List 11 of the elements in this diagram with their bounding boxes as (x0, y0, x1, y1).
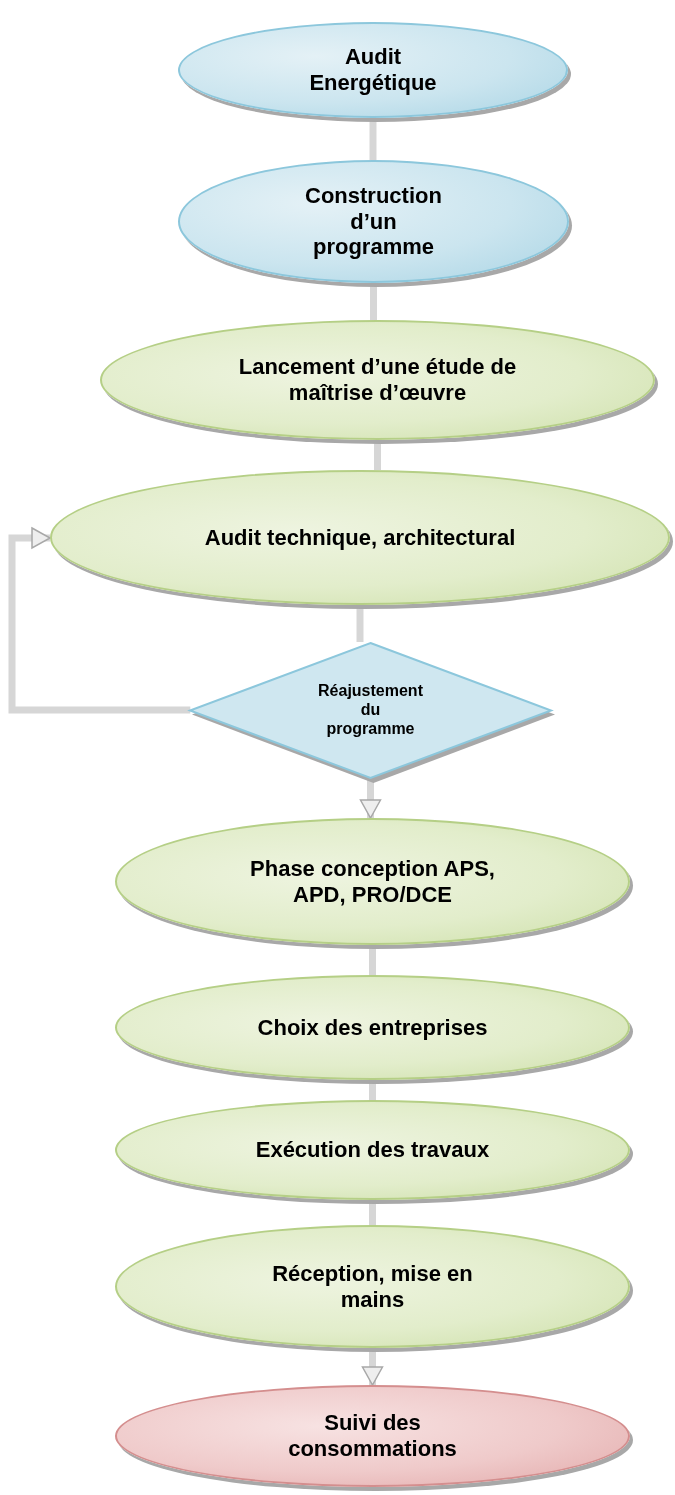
arrow (359, 779, 382, 819)
node-label: Audit technique, architectural (204, 524, 516, 551)
node-label: Lancement d’une étude de maîtrise d’œuvre (237, 354, 518, 406)
node-label: Audit Energétique (308, 44, 438, 96)
node-label: Choix des entreprises (257, 1014, 488, 1041)
node-label: Exécution des travaux (255, 1137, 490, 1163)
node-label: Phase conception APS, APD, PRO/DCE (249, 855, 496, 908)
node-label: Suivi des consommations (287, 1410, 458, 1462)
arrow (8, 527, 191, 714)
node-label: Construction d’un programme (304, 182, 443, 261)
node-label: Réception, mise en mains (271, 1260, 474, 1313)
